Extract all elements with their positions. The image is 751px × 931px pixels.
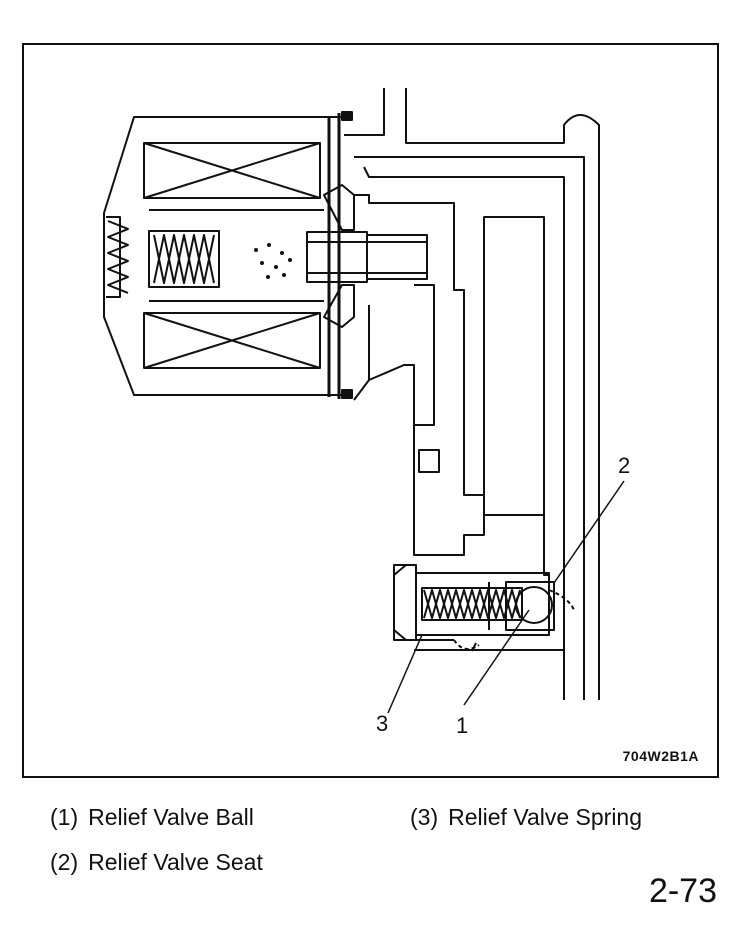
callout-3: 3 <box>376 711 389 736</box>
relief-valve-ball-drawing <box>515 586 553 624</box>
flow-arrow-dashed <box>548 589 575 611</box>
legend-item-1: (1) Relief Valve Ball <box>50 804 254 830</box>
legend-number: (1) <box>50 804 79 830</box>
valve-body <box>344 88 600 700</box>
relief-valve-spring-drawing <box>421 587 523 621</box>
callout-2: 2 <box>618 453 631 478</box>
leader-line-1 <box>463 609 530 706</box>
solenoid-valve-stem <box>306 184 428 328</box>
callout-1: 1 <box>456 713 469 738</box>
legend-label: Relief Valve Ball <box>88 804 254 830</box>
solenoid-housing <box>103 116 344 396</box>
legend-number: (2) <box>50 849 79 875</box>
relief-valve-housing <box>393 564 565 700</box>
legend-number: (3) <box>410 804 439 830</box>
flange-bolt-top <box>341 111 353 121</box>
diagram-frame: 2 1 3 704W2B1A <box>22 43 719 778</box>
leader-line-3 <box>387 634 423 714</box>
coil-winding-lower <box>143 312 321 369</box>
relief-valve-cutaway-drawing <box>103 88 625 714</box>
oil-dots <box>254 243 292 279</box>
relief-valve-seat-drawing <box>488 581 555 631</box>
solenoid-return-spring <box>106 216 129 298</box>
coil-winding-upper <box>143 142 321 199</box>
flange-bolt-bottom <box>341 389 353 399</box>
legend-item-3: (3) Relief Valve Spring <box>410 804 642 830</box>
legend-label: Relief Valve Seat <box>88 849 263 875</box>
plunger-bore <box>149 209 324 302</box>
legend-item-2: (2) Relief Valve Seat <box>50 849 263 875</box>
figure-code: 704W2B1A <box>622 748 699 764</box>
page-number: 2-73 <box>648 872 717 910</box>
solenoid-flange <box>327 113 341 399</box>
plunger <box>148 230 220 288</box>
legend-label: Relief Valve Spring <box>448 804 643 830</box>
leader-line-2 <box>553 480 625 584</box>
